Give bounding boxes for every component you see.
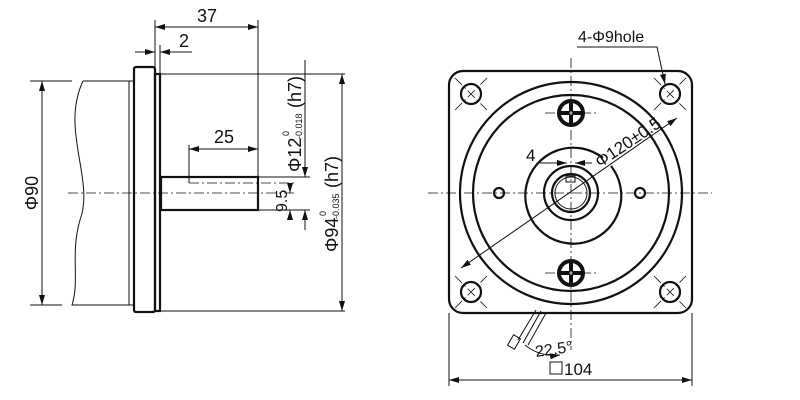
- dim-2: 2: [179, 31, 189, 51]
- dim-phi94: Φ94: [322, 218, 342, 252]
- dim-104: 104: [564, 360, 592, 379]
- dim-25: 25: [214, 127, 234, 147]
- tol-upper: 0: [281, 131, 291, 136]
- dim-9-5: 9.5: [274, 190, 291, 212]
- fit: (h7): [322, 156, 342, 188]
- fit: (h7): [285, 76, 305, 108]
- shaft: [159, 175, 260, 212]
- dim-37: 37: [197, 6, 217, 26]
- dim-wire-angle: 22.5°: [534, 339, 574, 361]
- tol-lower: -0.018: [294, 113, 304, 139]
- flange: [132, 65, 157, 314]
- holes-label: 4-Φ9hole: [578, 29, 644, 46]
- dim-phi90: Φ90: [22, 176, 42, 210]
- pilot: [153, 72, 162, 313]
- lead-wires: [506, 309, 561, 360]
- dim-pcd: Φ120±0.5: [592, 114, 665, 172]
- tol-lower: -0.035: [331, 193, 341, 219]
- corner-holes: [454, 77, 687, 309]
- motor-body-outline: [71, 80, 130, 306]
- dim-phi12: Φ12: [285, 138, 305, 172]
- tol-upper: 0: [318, 211, 328, 216]
- dim-key-4: 4: [526, 146, 535, 165]
- front-view: Φ120±0.5 4 4-Φ9hole 22.5° 104: [428, 29, 712, 386]
